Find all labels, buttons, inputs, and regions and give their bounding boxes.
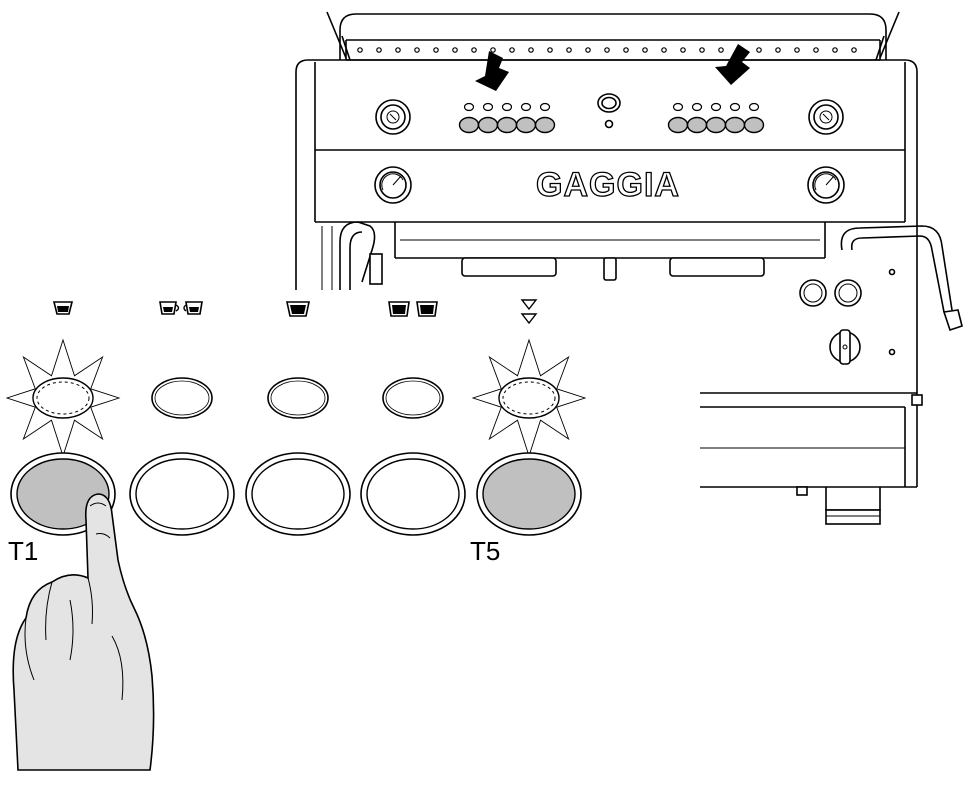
button-t2: [129, 452, 235, 536]
keypad-button: [686, 116, 708, 134]
keypad-led: [748, 102, 760, 112]
keypad-led: [729, 102, 741, 112]
continuous-flow-icon: [520, 299, 538, 325]
led-ring-inner: [270, 380, 326, 416]
keypad-led: [539, 102, 551, 112]
led-ring: [151, 377, 213, 419]
machine-body: [295, 59, 918, 400]
tray-hole: [813, 47, 819, 53]
keypad-button: [667, 116, 689, 134]
button-face: [251, 458, 345, 530]
led-t1: [5, 338, 121, 458]
button-label-t1: T1: [8, 536, 38, 566]
pressure-gauge-right: [807, 166, 845, 204]
single-cup-icon: [52, 301, 74, 315]
tray-hole: [604, 47, 610, 53]
tray-hole: [414, 47, 420, 53]
keypad-button: [534, 116, 556, 134]
tray-hole: [433, 47, 439, 53]
keypad-button: [458, 116, 480, 134]
cup-warmer-tray: [326, 11, 900, 61]
led-t4: [382, 377, 444, 419]
button-t4: [360, 452, 466, 536]
button-face: [135, 458, 229, 530]
tray-hole: [490, 47, 496, 53]
two-cups-icon: [159, 301, 203, 315]
tray-hole: [528, 47, 534, 53]
brand-logo: GAGGIA: [536, 166, 680, 204]
tray-hole: [376, 47, 382, 53]
tray-hole: [623, 47, 629, 53]
keypad-led: [482, 102, 494, 112]
keypad-led: [501, 102, 513, 112]
pointing-hand: [12, 493, 155, 771]
keypad-button: [496, 116, 518, 134]
keypad-left: [458, 102, 556, 134]
keypad-button: [724, 116, 746, 134]
keypad-led: [463, 102, 475, 112]
tray-hole: [756, 47, 762, 53]
button-face: [482, 458, 576, 530]
tray-hole: [566, 47, 572, 53]
keypad-led: [672, 102, 684, 112]
keypad-led: [520, 102, 532, 112]
tray-hole: [699, 47, 705, 53]
tray-hole: [547, 47, 553, 53]
keypad-button: [477, 116, 499, 134]
keypad-led: [710, 102, 722, 112]
tray-hole: [395, 47, 401, 53]
keypad-button: [705, 116, 727, 134]
tray-hole: [452, 47, 458, 53]
led-t2: [151, 377, 213, 419]
led-ring-inner: [36, 381, 90, 415]
pressure-gauge-left: [374, 166, 412, 204]
led-ring: [382, 377, 444, 419]
center-switch: [597, 93, 621, 129]
tray-hole: [851, 47, 857, 53]
tray-hole: [642, 47, 648, 53]
machine-side-controls: [700, 268, 923, 525]
led-t5: [471, 338, 587, 458]
tray-hole: [585, 47, 591, 53]
button-t3: [245, 452, 351, 536]
steam-knob-left: [375, 99, 411, 135]
keypad-led: [691, 102, 703, 112]
tray-hole: [832, 47, 838, 53]
tray-hole: [357, 47, 363, 53]
arrow-icon: [715, 44, 750, 85]
two-large-cups-icon: [388, 301, 438, 317]
arrow-icon: [475, 51, 509, 91]
led-ring-inner: [385, 380, 441, 416]
button-t5: [476, 452, 582, 536]
large-cup-icon: [286, 301, 310, 317]
led-ring-inner: [154, 380, 210, 416]
keypad-button: [743, 116, 765, 134]
tray-hole: [794, 47, 800, 53]
espresso-machine: GAGGIA: [295, 11, 963, 525]
tray-hole: [718, 47, 724, 53]
led-t3: [267, 377, 329, 419]
button-label-t5: T5: [470, 536, 500, 566]
led-ring-inner: [502, 381, 556, 415]
steam-knob-right: [808, 99, 844, 135]
tray-hole: [680, 47, 686, 53]
led-ring: [498, 377, 560, 419]
led-ring: [267, 377, 329, 419]
tray-hole: [509, 47, 515, 53]
tray-hole: [661, 47, 667, 53]
keypad-button: [515, 116, 537, 134]
tray-hole: [775, 47, 781, 53]
steam-wand: [840, 225, 963, 332]
button-face: [366, 458, 460, 530]
tray-hole: [471, 47, 477, 53]
led-ring: [32, 377, 94, 419]
keypad-right: [667, 102, 765, 134]
keypads: [458, 102, 765, 134]
